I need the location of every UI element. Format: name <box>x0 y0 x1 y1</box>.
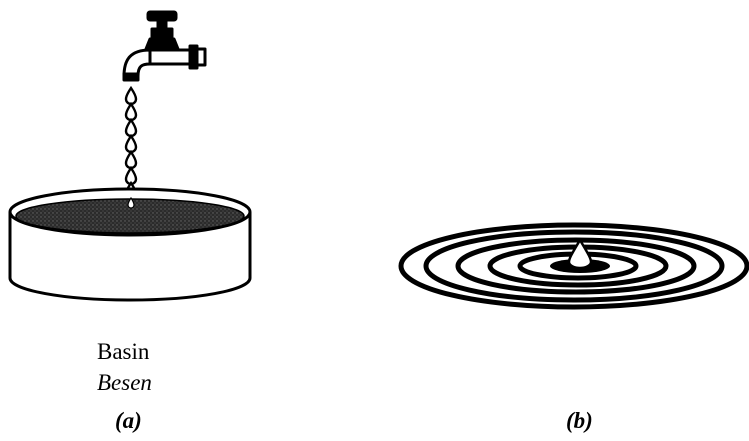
panel-b <box>401 225 747 307</box>
panel-b-caption: (b) <box>566 408 593 434</box>
water-tap-icon <box>124 12 205 80</box>
water-drop-icon <box>126 88 136 199</box>
basin-label: Basin <box>97 339 149 365</box>
panel-a-caption: (a) <box>115 408 142 434</box>
basin-label-translation: Besen <box>97 370 152 396</box>
basin-icon <box>10 189 250 300</box>
panel-a <box>10 12 250 300</box>
